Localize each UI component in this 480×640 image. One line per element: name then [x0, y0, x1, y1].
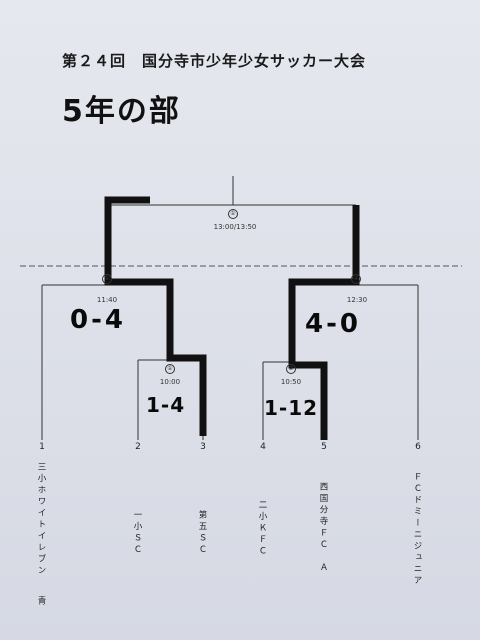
division-heading: 5年の部: [62, 94, 181, 129]
qf-right-match-time: 10:50: [280, 378, 302, 386]
team-note: 青: [36, 596, 46, 608]
team-name: 第五ＳＣ: [197, 510, 207, 556]
team-seed: 1: [39, 442, 45, 452]
semi-left-score: 0-4: [70, 305, 126, 335]
semi-left-match-time: 11:40: [96, 296, 118, 304]
final-match-number: ①: [228, 209, 238, 219]
winner-path-left: [104, 196, 207, 436]
team-seed: 5: [321, 442, 327, 452]
semi-right-match-time: 12:30: [346, 296, 368, 304]
team-seed: 6: [415, 442, 421, 452]
team-name: ＦＣドミーニジュニア: [412, 472, 422, 587]
qf-right-score: 1-12: [264, 396, 319, 420]
team-seed: 3: [200, 442, 206, 452]
team-name: 三小ホワイトイレブン: [36, 462, 46, 577]
team-seed: 4: [260, 442, 266, 452]
semi-right-score: 4-0: [305, 309, 361, 339]
qf-right-match-number: ②: [286, 364, 296, 374]
qf-left-match-number: ①: [165, 364, 175, 374]
team-name: 西国分寺ＦＣ Ａ: [318, 482, 328, 574]
winner-path-right: [288, 205, 360, 440]
final-match-time: 13:00/13:50: [213, 223, 257, 231]
qf-left-score: 1-4: [146, 393, 186, 417]
team-seed: 2: [135, 442, 141, 452]
semi-right-match-number: ④: [351, 274, 361, 284]
tournament-title: 第２４回 国分寺市少年少女サッカー大会: [62, 52, 367, 70]
team-name: 一小ＳＣ: [132, 510, 142, 556]
team-name: 二小ＫＦＣ: [257, 500, 267, 558]
qf-left-match-time: 10:00: [159, 378, 181, 386]
semi-left-match-number: ①: [102, 274, 112, 284]
